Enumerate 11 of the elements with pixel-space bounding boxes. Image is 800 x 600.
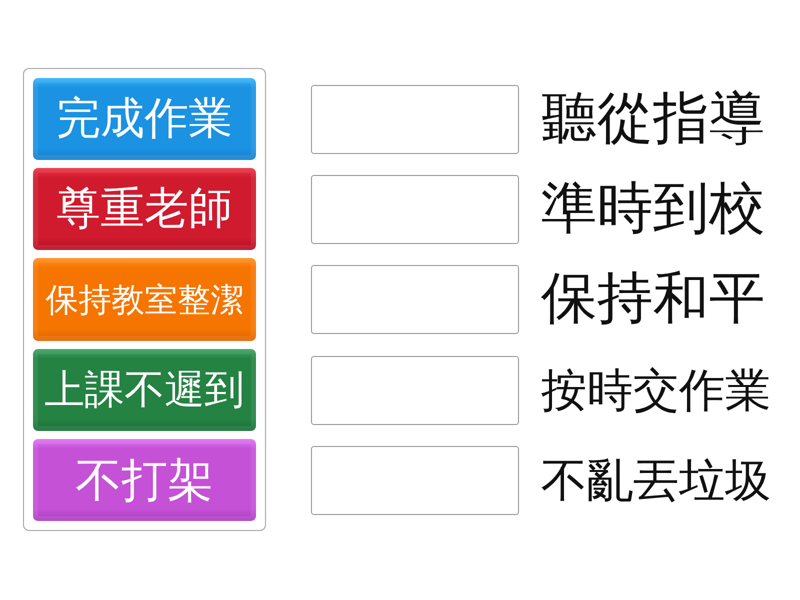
word-tile: 尊重老師 bbox=[33, 168, 256, 250]
tile-panel bbox=[23, 68, 266, 531]
phrase-text: 準時到校 bbox=[541, 181, 765, 237]
phrase-text: 保持和平 bbox=[541, 271, 765, 327]
word-tile: 保持教室整潔 bbox=[33, 258, 256, 341]
word-tile: 不打架 bbox=[33, 439, 256, 521]
word-tile: 上課不遲到 bbox=[33, 349, 256, 431]
phrase-text: 聽從指導 bbox=[541, 91, 765, 147]
phrase-text: 不亂丟垃圾 bbox=[541, 457, 771, 503]
word-tile: 完成作業 bbox=[33, 78, 256, 160]
phrase-text: 按時交作業 bbox=[541, 367, 771, 413]
